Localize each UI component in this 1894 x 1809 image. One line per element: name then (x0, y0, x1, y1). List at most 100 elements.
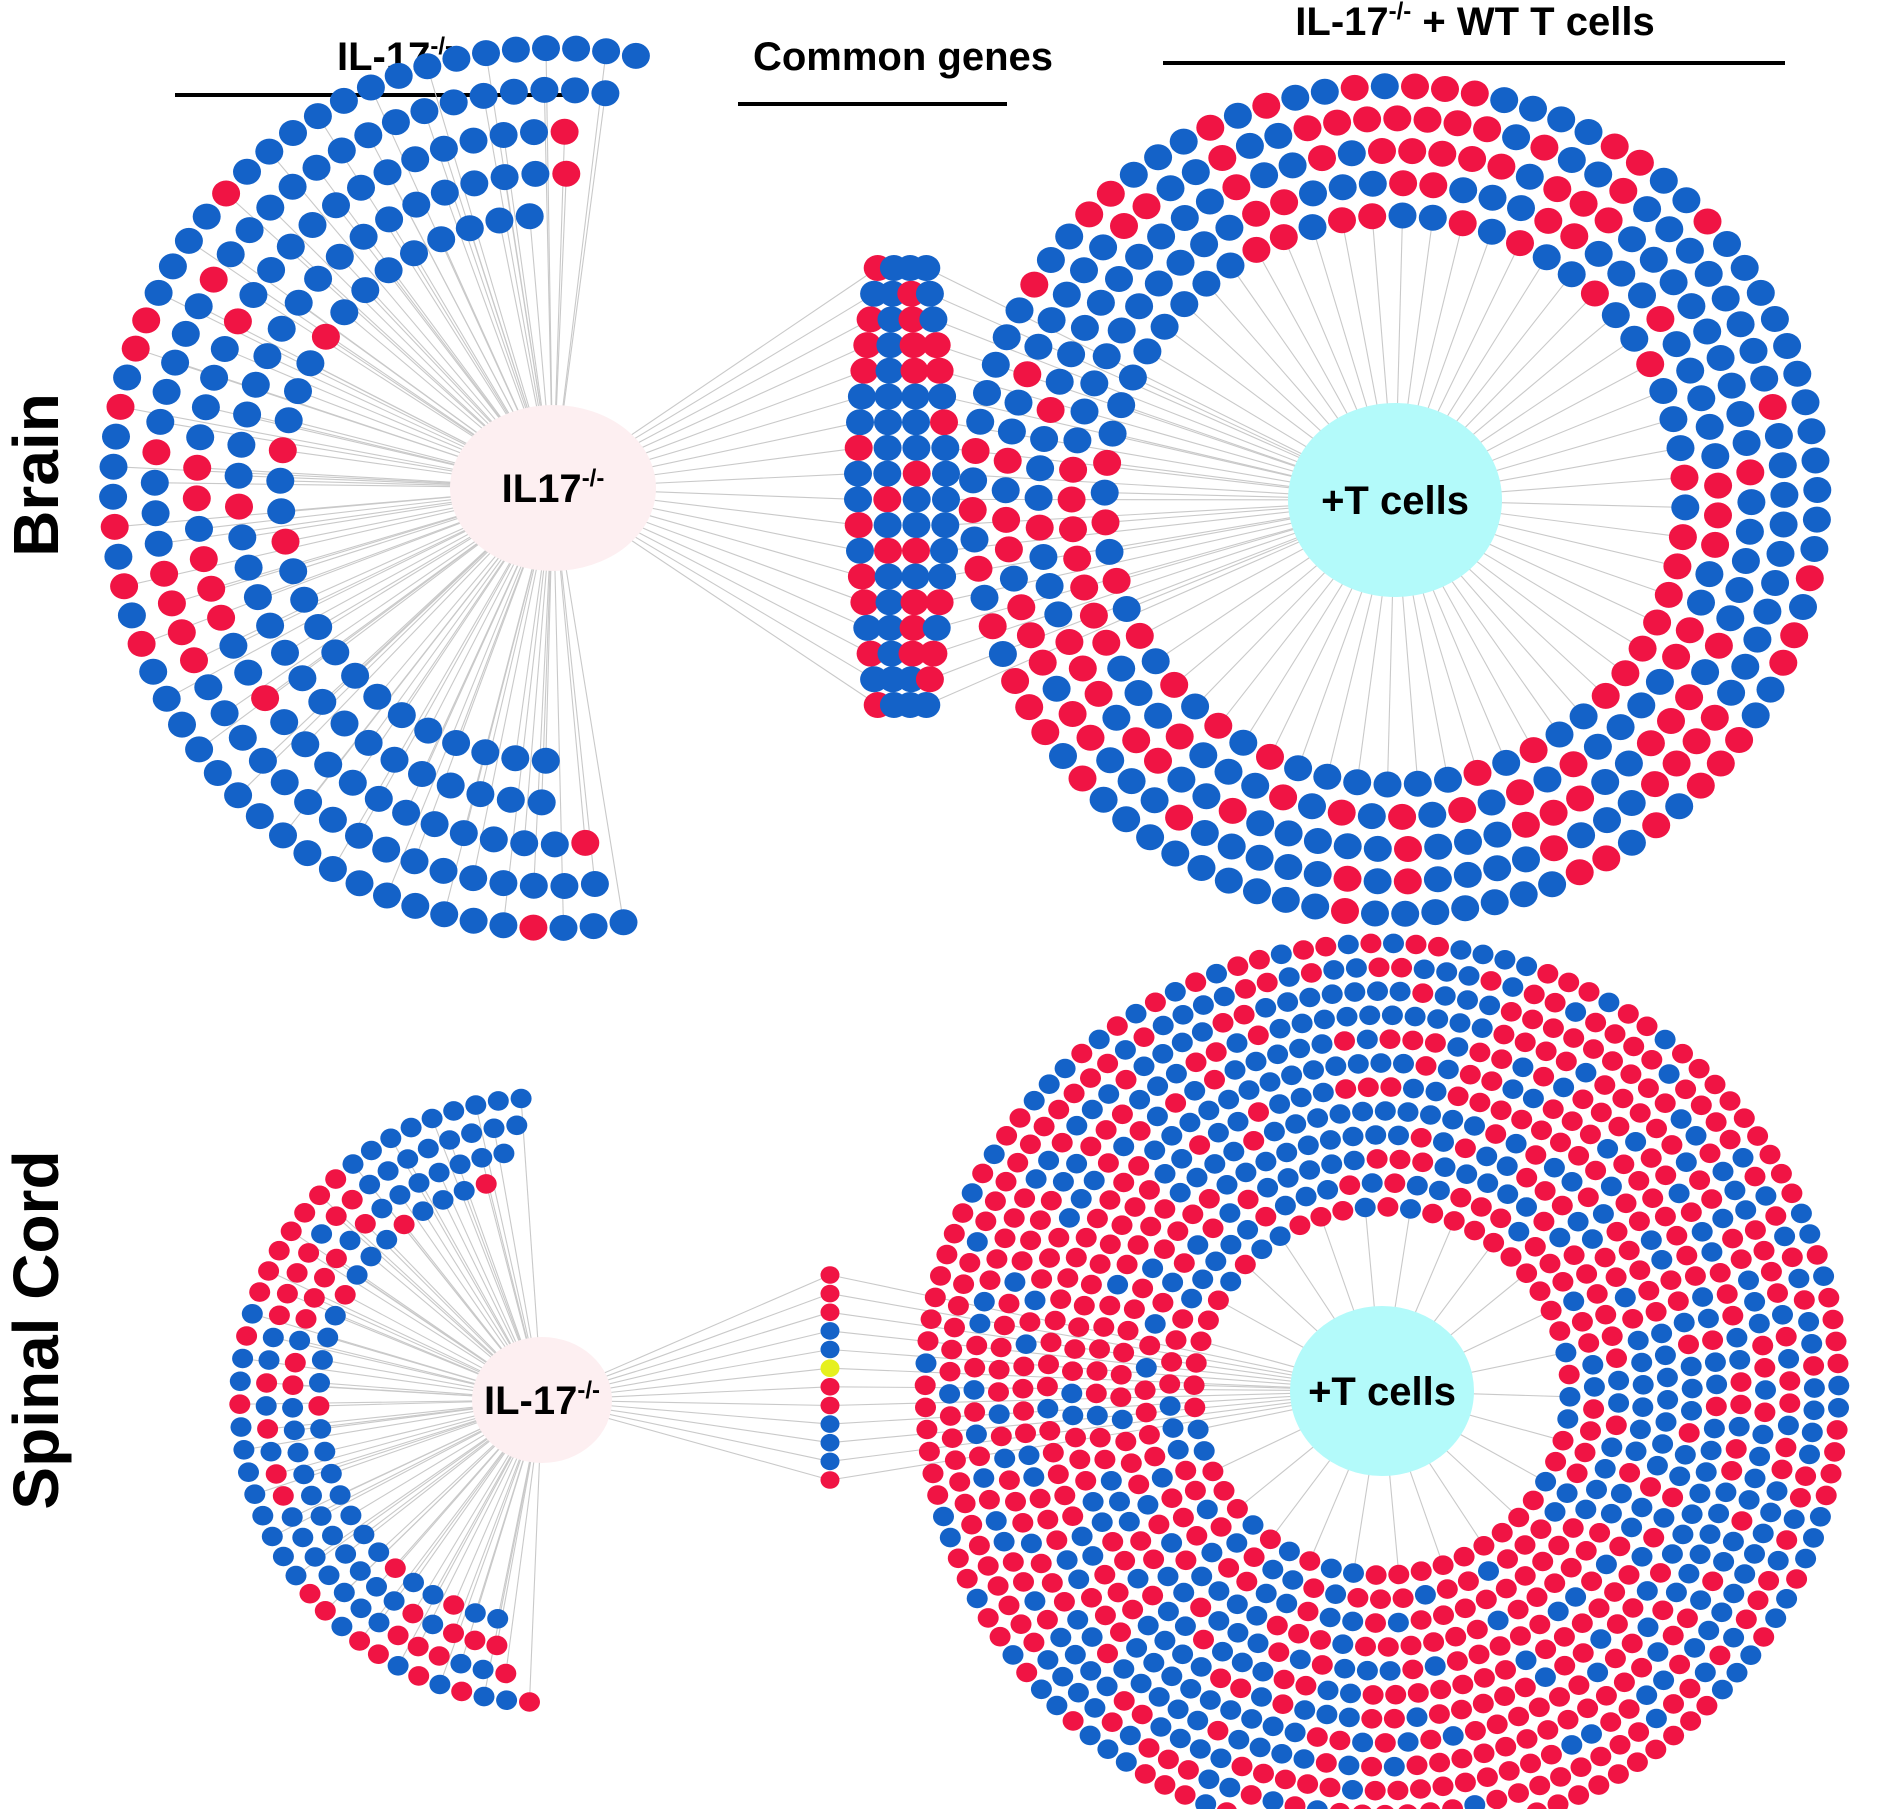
brain_tcells-node (1124, 680, 1153, 706)
spinal_il17-node (461, 1123, 483, 1143)
brain_tcells-node (1190, 820, 1219, 846)
spinal_tcells-node (1066, 1153, 1088, 1174)
brain_il17-node (414, 717, 443, 744)
spinal_tcells-node (1712, 1208, 1734, 1229)
spinal_il17-node (407, 1636, 429, 1657)
brain_tcells-node (1383, 105, 1412, 132)
brain_tcells-node (1358, 170, 1387, 197)
brain_tcells-node (1659, 269, 1688, 296)
spinal_tcells-node (1577, 1698, 1599, 1719)
spinal_tcells-node (1709, 1263, 1731, 1283)
svg-text:IL17-/-: IL17-/- (502, 465, 605, 511)
brain_il17-node (186, 424, 215, 451)
brain_tcells-node (991, 477, 1020, 504)
spinal_tcells-node (1271, 1744, 1293, 1764)
spinal_tcells-node (1083, 1170, 1105, 1191)
brain_tcells-node (1125, 293, 1154, 320)
spinal_tcells-node (1655, 1412, 1677, 1432)
brain_tcells-node (1059, 516, 1087, 543)
brain_il17-node (499, 78, 528, 105)
brain_tcells-node (1092, 629, 1121, 656)
spinal_tcells-node (1647, 1642, 1669, 1662)
spinal_tcells-node (1110, 1622, 1131, 1642)
brain_il17-node (322, 192, 350, 219)
spinal_tcells-node (1024, 1290, 1046, 1311)
brain_il17-node (472, 40, 500, 67)
spinal_tcells-node (994, 1228, 1016, 1249)
spinal_tcells-node (1126, 1638, 1148, 1658)
spinal_tcells-node (1622, 1598, 1644, 1618)
spinal_tcells-node (1267, 1044, 1289, 1065)
brain_tcells-node (1532, 244, 1561, 271)
brain_tcells-node (1052, 281, 1081, 308)
brain_il17-node (471, 739, 500, 766)
brain_il17-node (460, 170, 489, 197)
spinal_il17-node (349, 1561, 371, 1581)
brain_il17-node (234, 659, 263, 686)
spinal_tcells-node (1502, 1079, 1524, 1099)
brain_il17-node (489, 870, 518, 897)
spinal_tcells-node (1631, 1657, 1653, 1678)
spinal_tcells-node (1062, 1361, 1083, 1381)
spinal_tcells-node (1622, 1309, 1644, 1329)
spinal_tcells-node (1142, 1258, 1164, 1279)
spinal_tcells-node (1226, 1033, 1248, 1053)
spinal_il17-node (268, 1240, 290, 1261)
spinal_tcells-node (1094, 1449, 1116, 1470)
spinal_il17-node (421, 1108, 443, 1129)
spinal_tcells-node (1459, 1064, 1481, 1085)
brain_tcells-node (1592, 845, 1621, 872)
spinal_tcells-node (1655, 1165, 1677, 1186)
spinal_tcells-node (1641, 1050, 1663, 1070)
brain_tcells-node (1478, 184, 1507, 211)
spinal_il17-node (359, 1174, 381, 1195)
spinal_il17-node (408, 1666, 430, 1686)
spinal_tcells-node (1561, 1111, 1583, 1131)
brain_tcells-node (981, 351, 1010, 378)
spinal_tcells-node (1157, 1566, 1179, 1587)
spinal_tcells-node (1086, 1208, 1108, 1229)
brain_common-node (919, 306, 948, 333)
spinal_tcells-node (1295, 1675, 1317, 1696)
spinal_tcells-node (1795, 1548, 1817, 1569)
spinal_il17-node (408, 1173, 430, 1193)
brain_il17-node (216, 241, 245, 268)
spinal_tcells-node (1315, 936, 1337, 957)
spinal_tcells-node (1197, 1310, 1219, 1331)
spinal_tcells-node (961, 1514, 983, 1535)
spinal_tcells-node (1466, 1619, 1488, 1640)
spinal_tcells-node (1767, 1550, 1789, 1571)
spinal_tcells-node (1040, 1332, 1062, 1353)
brain_tcells-node (1013, 361, 1042, 388)
brain_tcells-node (1337, 140, 1366, 167)
spinal_tcells-node (1719, 1091, 1741, 1111)
spinal_tcells-node (986, 1249, 1008, 1269)
spinal_tcells-node (917, 1331, 939, 1351)
spinal_tcells-node (1601, 1437, 1623, 1458)
spinal_tcells-node (1583, 1377, 1605, 1397)
brain_il17-node (257, 257, 286, 283)
brain_tcells-node (1704, 502, 1732, 529)
spinal_tcells-node (972, 1163, 994, 1184)
spinal_tcells-node (1494, 1686, 1516, 1706)
spinal_tcells-node (1243, 1547, 1265, 1567)
spinal_tcells-node (1530, 1519, 1552, 1539)
brain_tcells-node (1668, 524, 1697, 551)
spinal_tcells-node (1820, 1463, 1842, 1484)
spinal_tcells-node (1342, 1126, 1364, 1147)
spinal_tcells-node (1012, 1513, 1034, 1533)
spinal_tcells-node (1540, 1744, 1562, 1765)
spinal_tcells-node (1219, 1777, 1241, 1798)
spinal_tcells-node (1097, 1153, 1119, 1173)
brain_tcells-node (988, 641, 1017, 667)
spinal_il17-node (486, 1635, 508, 1656)
spinal_tcells-node (1704, 1352, 1726, 1372)
spinal_tcells-node (947, 1296, 969, 1316)
brain_il17-node (168, 711, 196, 738)
spinal_tcells-node (1514, 1677, 1536, 1698)
spinal_tcells-node (1205, 1251, 1227, 1272)
spinal_tcells-node (1119, 1725, 1141, 1746)
brain_il17-node (251, 685, 280, 712)
spinal_common-node (820, 1322, 840, 1340)
spinal_tcells-node (1454, 1138, 1476, 1159)
